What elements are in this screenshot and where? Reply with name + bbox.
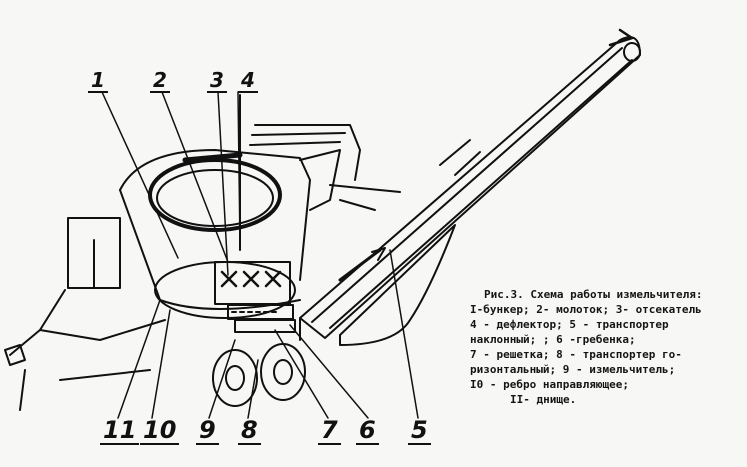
caption-line: I-бункер; 2- молоток; 3- отсекатель — [470, 303, 702, 316]
grinder-block — [214, 261, 296, 333]
callout-1: 1 — [88, 70, 108, 93]
caption-line: наклонный; ; 6 -гребенка; — [470, 333, 636, 346]
wheels — [212, 343, 306, 407]
caption-line: 7 - решетка; 8 - транспортер го- — [470, 348, 682, 361]
callout-9: 9 — [196, 418, 219, 445]
inclined-conveyor — [299, 28, 641, 346]
caption-line: Рис.3. Схема работы измельчителя: — [484, 288, 703, 301]
caption-line: I0 - ребро направляющее; — [470, 378, 629, 391]
caption-line: II- днище. — [510, 393, 577, 406]
callout-10: 10 — [140, 418, 180, 445]
callout-11: 11 — [100, 418, 140, 445]
callout-2: 2 — [150, 70, 170, 93]
callout-7: 7 — [318, 418, 341, 445]
caption-line: 4 - дефлектор; 5 - транспортер — [470, 318, 669, 331]
leader-lines — [101, 91, 419, 419]
callout-5: 5 — [408, 418, 431, 445]
bunker — [119, 149, 311, 319]
callout-8: 8 — [238, 418, 261, 445]
callout-3: 3 — [207, 70, 227, 93]
callout-6: 6 — [356, 418, 379, 445]
callout-4: 4 — [238, 70, 258, 93]
caption-line: ризонтальный; 9 - измельчитель; — [470, 363, 676, 376]
figure-caption: Рис.3. Схема работы измельчителя: I-бунк… — [470, 287, 742, 407]
frame — [4, 217, 166, 411]
